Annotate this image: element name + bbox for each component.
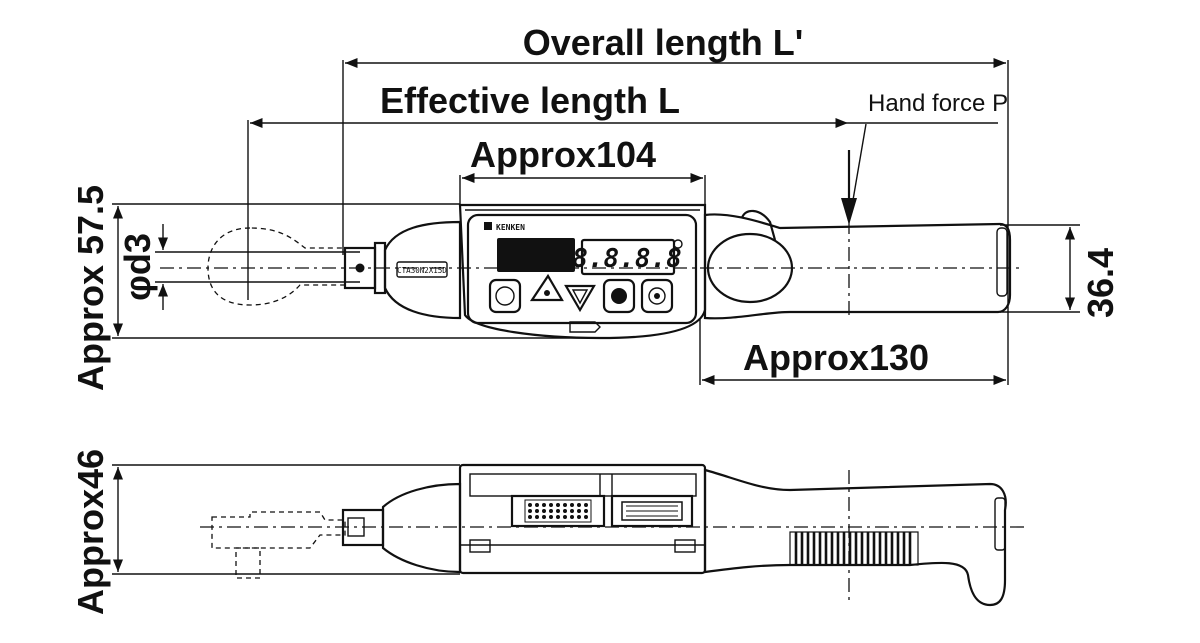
button-down[interactable] [564,284,596,313]
lcd-bar-area [497,238,575,272]
approx46-label: Approx46 [70,449,111,615]
approx104-dimension: Approx104 [459,134,706,205]
hand-force-label: Hand force P [868,90,1008,117]
power-icon [495,286,515,306]
approx46-dimension: Approx46 [70,449,460,615]
effective-length-dimension: Effective length L [247,80,998,300]
head-connector: CTA30N2X15D [343,220,462,320]
button-power[interactable] [488,278,522,314]
side-connector [621,501,683,521]
dim364-dimension: 36.4 [1000,224,1121,318]
button-settings[interactable] [640,278,674,314]
approx130-label: Approx130 [743,337,929,378]
settings-icon [648,287,666,305]
button-memory[interactable] [602,278,636,314]
grip-texture [789,531,919,566]
approx104-label: Approx104 [470,134,656,175]
brand-logo: KENKEN [484,222,525,232]
ratchet-head-outline [160,227,1020,306]
phi-d3-label: φd3 [117,233,158,301]
side-keypad [524,499,592,523]
button-up[interactable] [529,273,564,302]
model-label: CTA30N2X15D [397,266,447,275]
svg-text:KENKEN: KENKEN [496,223,525,232]
overall-length-dimension: Overall length L' [342,22,1009,385]
dim364-label: 36.4 [1080,248,1121,318]
overall-length-label: Overall length L' [523,22,804,63]
approx575-dimension: Approx 57.5 [70,185,605,391]
side-view [200,463,1025,607]
hand-force-indicator: Hand force P [841,90,1008,225]
effective-length-label: Effective length L [380,80,680,121]
handle-top [703,209,1012,320]
approx575-label: Approx 57.5 [70,185,111,391]
memory-icon [611,288,627,304]
display-body: KENKEN 8.8.8.8 [458,203,707,340]
segment-display: 8.8.8.8 [572,244,682,274]
phi-d3-dimension: φd3 [117,224,360,310]
approx130-dimension: Approx130 [699,318,1006,386]
